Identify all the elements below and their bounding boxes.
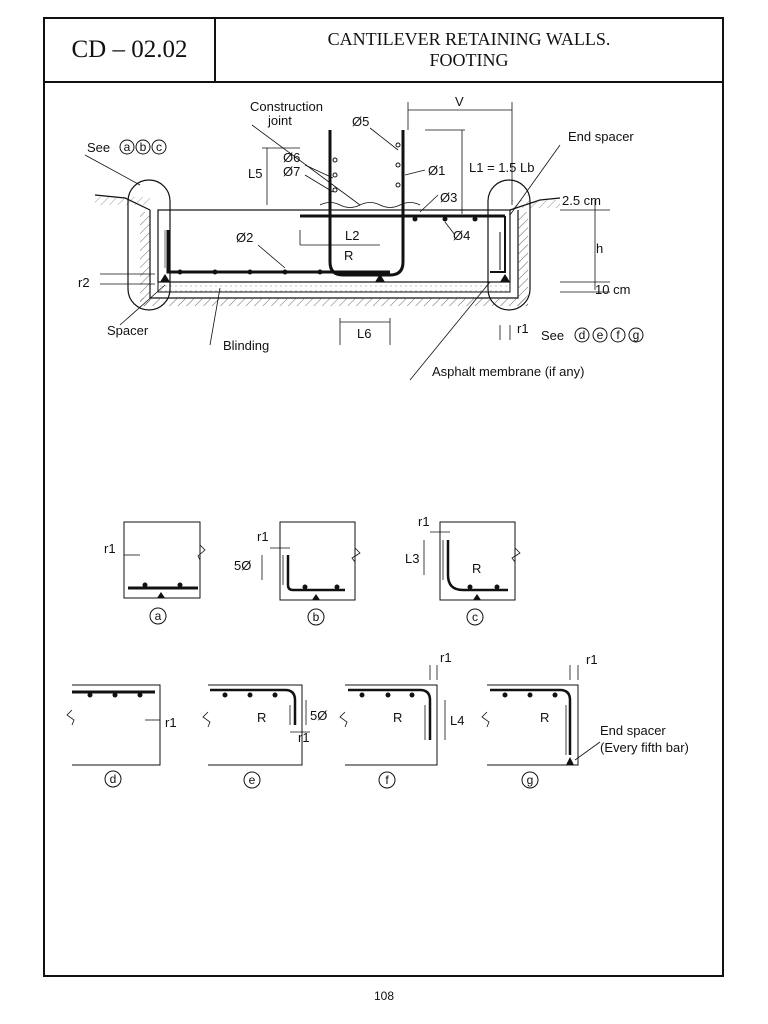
label-r: R xyxy=(344,248,353,263)
label-phi4: Ø4 xyxy=(453,228,470,243)
detail-a: r1 a xyxy=(104,521,206,625)
label-phi2: Ø2 xyxy=(236,230,253,245)
detail-g-every-fifth: (Every fifth bar) xyxy=(600,740,689,755)
detail-a-r1: r1 xyxy=(104,541,116,556)
svg-text:c: c xyxy=(156,140,162,154)
detail-f: r1 R L4 f xyxy=(339,650,464,789)
detail-a-tag: a xyxy=(155,609,162,623)
label-l6: L6 xyxy=(357,326,371,341)
detail-c-tag: c xyxy=(472,610,478,624)
label-end-spacer: End spacer xyxy=(568,129,634,144)
detail-f-l4: L4 xyxy=(450,713,464,728)
label-l2: L2 xyxy=(345,228,359,243)
drawing-frame: CD – 02.02 CANTILEVER RETAINING WALLS. F… xyxy=(43,17,724,977)
drawing-title: CANTILEVER RETAINING WALLS. FOOTING xyxy=(216,19,722,81)
detail-e-5phi: 5Ø xyxy=(310,708,327,723)
detail-c: r1 L3 R c xyxy=(405,514,521,626)
label-phi5: Ø5 xyxy=(352,114,369,129)
detail-b-r1: r1 xyxy=(257,529,269,544)
detail-f-tag: f xyxy=(385,773,389,787)
detail-c-r1: r1 xyxy=(418,514,430,529)
label-r1: r1 xyxy=(517,321,529,336)
label-construction: Construction xyxy=(250,99,323,114)
title-line-1: CANTILEVER RETAINING WALLS. xyxy=(327,29,611,49)
detail-d-r1: r1 xyxy=(165,715,177,730)
detail-b-tag: b xyxy=(313,610,320,624)
svg-text:d: d xyxy=(579,328,586,342)
label-phi7: Ø7 xyxy=(283,164,300,179)
detail-e: R 5Ø r1 e xyxy=(202,684,327,789)
footing-labels: Construction joint V End spacer See a b … xyxy=(78,94,644,379)
label-spacer: Spacer xyxy=(107,323,149,338)
svg-text:b: b xyxy=(140,140,147,154)
detail-g-r: R xyxy=(540,710,549,725)
svg-text:f: f xyxy=(616,328,620,342)
detail-c-l3: L3 xyxy=(405,551,419,566)
label-v: V xyxy=(455,94,464,109)
label-phi6: Ø6 xyxy=(283,150,300,165)
svg-text:e: e xyxy=(597,328,604,342)
detail-d-tag: d xyxy=(110,772,117,786)
detail-g: r1 R End spacer (Every fifth bar) g xyxy=(481,652,689,789)
detail-g-r1: r1 xyxy=(586,652,598,667)
label-see-defg: See xyxy=(541,328,564,343)
detail-e-r: R xyxy=(257,710,266,725)
label-phi3: Ø3 xyxy=(440,190,457,205)
svg-text:a: a xyxy=(124,140,131,154)
label-joint: joint xyxy=(267,113,292,128)
title-line-2: FOOTING xyxy=(429,50,509,70)
footing-section xyxy=(84,102,610,381)
label-see-abc: See xyxy=(87,140,110,155)
detail-d: r1 d xyxy=(66,684,177,788)
label-l5: L5 xyxy=(248,166,262,181)
detail-g-tag: g xyxy=(527,773,534,787)
drawing-code: CD – 02.02 xyxy=(45,19,216,81)
detail-e-tag: e xyxy=(249,773,256,787)
label-l1: L1 = 1.5 Lb xyxy=(469,160,534,175)
detail-b: r1 5Ø b xyxy=(234,521,361,626)
see-defg-circles: d e f g xyxy=(574,327,644,343)
detail-b-5phi: 5Ø xyxy=(234,558,251,573)
label-h: h xyxy=(596,241,603,256)
detail-f-r: R xyxy=(393,710,402,725)
label-phi1: Ø1 xyxy=(428,163,445,178)
label-2-5cm: 2.5 cm xyxy=(562,193,601,208)
see-abc-circles: a b c xyxy=(119,139,167,155)
title-block: CD – 02.02 CANTILEVER RETAINING WALLS. F… xyxy=(45,19,722,83)
svg-text:g: g xyxy=(633,328,640,342)
detail-e-r1: r1 xyxy=(298,730,310,745)
label-10cm: 10 cm xyxy=(595,282,630,297)
detail-f-r1: r1 xyxy=(440,650,452,665)
label-blinding: Blinding xyxy=(223,338,269,353)
label-asphalt: Asphalt membrane (if any) xyxy=(432,364,584,379)
detail-g-end-spacer: End spacer xyxy=(600,723,666,738)
page-number: 108 xyxy=(373,989,395,1003)
detail-c-r: R xyxy=(472,561,481,576)
label-r2: r2 xyxy=(78,275,90,290)
